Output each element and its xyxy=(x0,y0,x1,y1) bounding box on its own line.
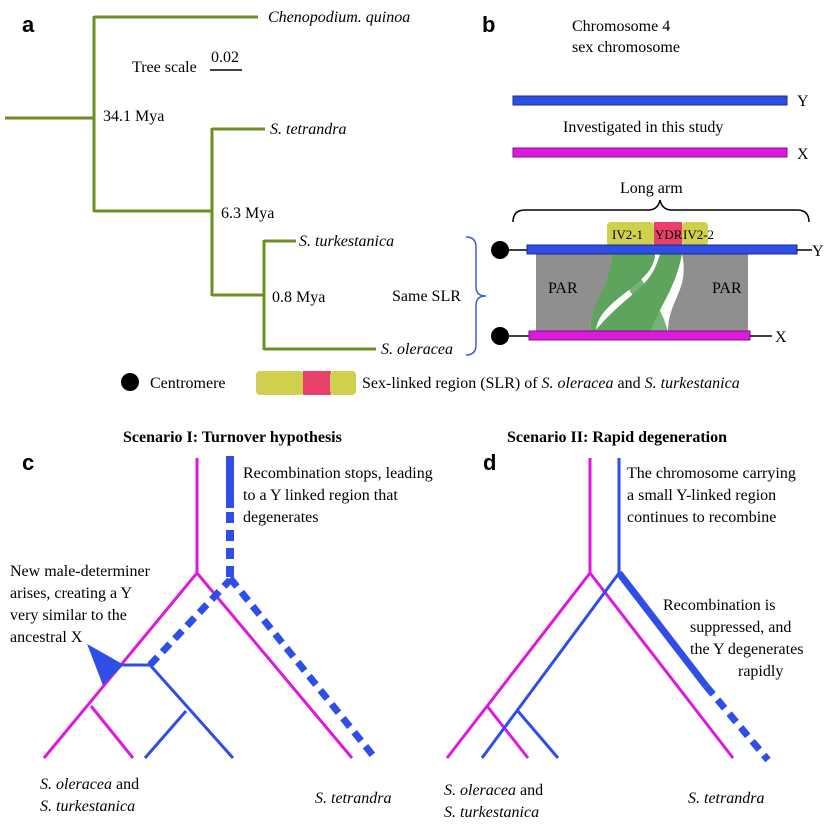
scenario-1-note-left-4: ancestral X xyxy=(10,629,83,646)
scenario-2-species-left-1: S. oleracea and xyxy=(444,782,543,799)
legend-slr-mid xyxy=(303,371,331,395)
node-age-inner: 0.8 Mya xyxy=(272,289,325,306)
y-label-top: Y xyxy=(797,93,809,110)
scenario-1-tree xyxy=(42,456,378,761)
scenario-2-note-right-1: Recombination is xyxy=(663,597,775,614)
taxon-tetrandra: S. tetrandra xyxy=(270,121,346,138)
scenario-2-note-top-3: continues to recombine xyxy=(627,509,776,526)
legend-slr-text: Sex-linked region (SLR) of S. oleracea a… xyxy=(362,375,740,392)
scenario-1-species-left-1: S. oleracea and xyxy=(40,776,139,793)
y-chromosome-lower xyxy=(526,244,798,255)
panel-c-label: c xyxy=(22,450,34,475)
same-slr-label: Same SLR xyxy=(392,288,461,305)
node-age-root: 34.1 Mya xyxy=(103,108,164,125)
scenario-1-species-right: S. tetrandra xyxy=(315,790,391,807)
legend-slr-left xyxy=(256,371,304,395)
taxon-quinoa: Chenopodium. quinoa xyxy=(268,9,410,26)
scenario-1-species-left-2: S. turkestanica xyxy=(40,798,135,815)
long-arm-label: Long arm xyxy=(620,180,683,197)
scenario-1-note-top-3: degenerates xyxy=(243,509,319,526)
node-age-mid: 6.3 Mya xyxy=(221,205,274,222)
legend-slr-right xyxy=(330,371,356,395)
iv2-1-block xyxy=(607,222,654,246)
x-label-top: X xyxy=(797,146,809,163)
tree-scale-value: 0.02 xyxy=(211,49,239,66)
iv2-2-block xyxy=(682,222,708,246)
scenario-2-tree xyxy=(445,458,771,763)
investigated-label: Investigated in this study xyxy=(563,119,723,136)
legend-centromere-label: Centromere xyxy=(150,375,226,392)
scenario-2-note-top-2: a small Y-linked region xyxy=(627,487,776,504)
scenario-2-note-right-3: the Y degenerates xyxy=(690,641,803,658)
scenario-1-note-left-3: very similar to the xyxy=(10,607,127,624)
taxon-turkestanica: S. turkestanica xyxy=(299,233,394,250)
x-chromosome-bar xyxy=(512,147,788,158)
iv2-1-label: IV2-1 xyxy=(612,227,643,242)
ydr-label: YDR xyxy=(655,227,683,242)
long-arm-brace xyxy=(512,199,810,223)
panel-d-label: d xyxy=(483,450,496,475)
legend-centromere-dot xyxy=(121,373,139,391)
scenario-2-note-top-1: The chromosome carrying xyxy=(627,465,796,482)
y-chromosome-bar xyxy=(512,95,788,106)
scenario-2-title: Scenario II: Rapid degeneration xyxy=(507,429,727,446)
chromosome-title-2: sex chromosome xyxy=(572,39,680,56)
green-ribbon-a xyxy=(590,254,655,332)
scenario-1-note-left-1: New male-determiner xyxy=(10,563,151,580)
par-right-label: PAR xyxy=(712,280,742,297)
taxon-oleracea: S. oleracea xyxy=(381,341,453,358)
chromosome-title-1: Chromosome 4 xyxy=(572,18,670,35)
scenario-2-species-right: S. tetrandra xyxy=(688,790,764,807)
x-label-lower: X xyxy=(775,329,787,346)
x-chromosome-lower xyxy=(528,330,751,341)
scenario-2-note-right-2: suppressed, and xyxy=(690,619,791,636)
tree-scale-label: Tree scale xyxy=(132,59,197,76)
same-slr-bracket xyxy=(465,236,487,356)
iv2-2-label: IV2-2 xyxy=(683,227,714,242)
panel-b-label: b xyxy=(482,12,495,37)
ydr-block xyxy=(654,222,682,246)
scenario-1-note-top-2: to a Y linked region that xyxy=(243,487,398,504)
scenario-1-title: Scenario I: Turnover hypothesis xyxy=(123,429,342,446)
phylogenetic-tree xyxy=(5,15,376,351)
scenario-2-species-left-2: S. turkestanica xyxy=(444,804,539,821)
scenario-1-note-left-2: arises, creating a Y xyxy=(10,585,132,602)
y-label-lower: Y xyxy=(812,243,824,260)
scenario-1-note-top-1: Recombination stops, leading xyxy=(243,465,433,482)
par-right-ribbon xyxy=(668,254,748,332)
green-ribbon-c xyxy=(612,254,668,332)
scenario-2-note-right-4: rapidly xyxy=(738,663,783,680)
panel-a-label: a xyxy=(22,12,35,37)
par-left-label: PAR xyxy=(548,280,578,297)
